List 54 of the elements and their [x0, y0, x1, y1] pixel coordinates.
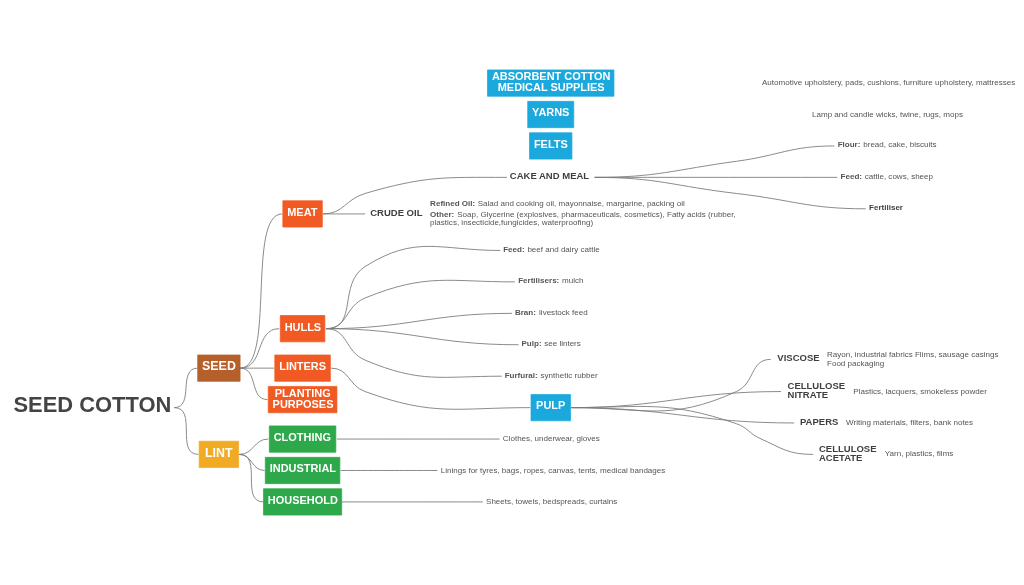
connector — [325, 328, 503, 378]
connector — [322, 213, 366, 215]
node-box: HOUSEHOLD — [263, 488, 343, 516]
node-text: CELLULOSE NITRATE — [787, 379, 846, 401]
node-box: LINTERS — [274, 354, 331, 382]
node-text: Furfural: synthetic rubber — [504, 370, 598, 380]
node-text: Fertilisers: mulch — [518, 276, 584, 286]
connector — [238, 438, 269, 455]
node-text: CELLULOSE ACETATE — [819, 442, 877, 464]
connector — [341, 501, 484, 503]
connector — [173, 407, 199, 455]
node-text: CRUDE OIL — [370, 206, 423, 218]
node-box: SEED — [197, 354, 241, 382]
node-label: Refined Oil: Salad and cooking oil, mayonnaise, margarine, packing oil — [430, 199, 685, 209]
node-text: Feed: cattle, cows, sheep — [840, 171, 934, 181]
node-text: Linings for tyres, bags, ropes, canvas, tents, medical bandages — [440, 465, 666, 475]
node-text: Sheets, towels, bedspreads, curtains — [486, 496, 618, 506]
node-label: Plastics, lacquers, smokeless powder — [853, 386, 987, 396]
node-box: ABSORBENT COTTON MEDICAL SUPPLIES — [487, 69, 615, 97]
label: Lamp and candle wicks, twine, rugs, mops — [812, 109, 963, 119]
node-text: Bran: livestock feed — [514, 307, 588, 317]
node-text: Pulp: see linters — [521, 339, 581, 349]
connector — [594, 176, 867, 210]
node-box: MEAT — [282, 200, 323, 228]
node-label: Other: Soap, Glycerine (explosives, pharmaceuticals, cosmetics), Fatty acids (rubber, plastics, insecticide,fungicides, waterproofing) — [430, 209, 736, 227]
connector — [239, 213, 283, 369]
node-box: HULLS — [279, 315, 326, 343]
node-label: Yarn, plastics, films — [884, 449, 954, 459]
node-text: Clothes, underwear, gloves — [502, 434, 600, 444]
node-box: PLANTING PURPOSES — [267, 386, 338, 414]
node-box: LINT — [198, 440, 239, 468]
node-text: Flour: bread, cake, biscuits — [837, 140, 937, 150]
node-box: YARNS — [527, 101, 575, 129]
node-box: INDUSTRIAL — [264, 456, 341, 484]
connector — [340, 470, 438, 471]
node-text: PAPERS — [800, 415, 839, 427]
connector — [570, 406, 814, 455]
node-text: SEED COTTON — [13, 392, 172, 418]
node-box: FELTS — [529, 132, 573, 160]
node-label: Writing materials, filters, bank notes — [846, 418, 974, 428]
node-text: Feed: beef and dairy cattle — [503, 244, 600, 254]
connector — [322, 176, 508, 215]
connector — [239, 367, 268, 401]
node-text: VISCOSE — [777, 352, 820, 364]
node-text: CAKE AND MEAL — [509, 170, 590, 182]
connector — [336, 438, 500, 440]
connector — [330, 367, 531, 410]
node-box: CLOTHING — [268, 425, 337, 453]
node-label: Rayon, industrial fabrics Flims, sausage casings Food packaging — [827, 350, 999, 368]
node-text: Fertiliser — [869, 203, 904, 213]
label: Automotive upholstery, pads, cushions, furniture upholstery, mattresses — [761, 78, 1016, 88]
connector — [239, 328, 280, 369]
node-box: PULP — [530, 394, 571, 422]
connector — [238, 453, 264, 503]
